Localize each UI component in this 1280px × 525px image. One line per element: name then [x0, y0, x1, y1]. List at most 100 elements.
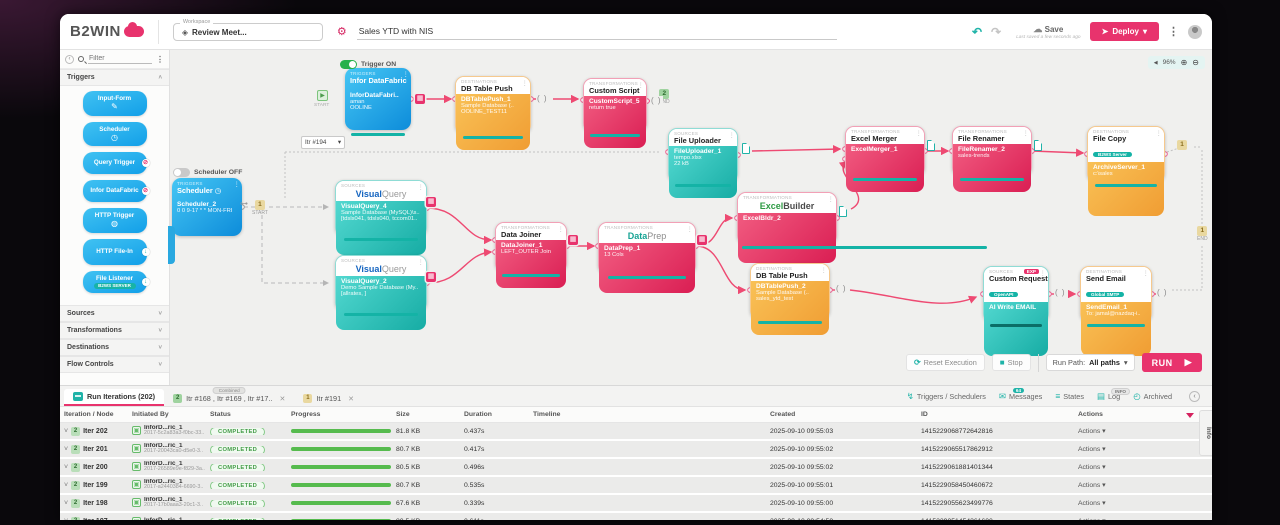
actions-menu[interactable]: Actions ▾	[1078, 482, 1106, 489]
undo-icon[interactable]: ↶	[971, 24, 982, 39]
node-menu-icon[interactable]: ⋮	[1155, 130, 1163, 137]
close-icon[interactable]: ✕	[279, 395, 286, 403]
palette-item-http-trigger[interactable]: HTTP Trigger◍	[82, 208, 147, 233]
actions-menu[interactable]: Actions ▾	[1074, 517, 1198, 520]
archived-button[interactable]: ◴ Archived	[1133, 390, 1172, 401]
node-menu-icon[interactable]: ⋮	[1022, 130, 1030, 137]
palette-item-query-trigger[interactable]: Query Trigger⊘	[82, 152, 150, 175]
node-menu-icon[interactable]: ⋮	[233, 181, 241, 188]
node-visualquery-2[interactable]: SOURCES VisualQuery ⋮ VisualQuery_2 Demo…	[335, 255, 427, 330]
iteration-select[interactable]: Itr #194▾	[301, 136, 345, 149]
zoom-controls[interactable]: ◀ 96% ⊕ ⊖	[1147, 56, 1205, 69]
collapse-panel-icon[interactable]: ‹	[1189, 390, 1200, 402]
chevron-down-icon[interactable]: ˅	[64, 518, 68, 521]
deploy-button[interactable]: ➤ Deploy ▾	[1089, 22, 1159, 41]
section-transformations[interactable]: Transformations˅	[60, 322, 169, 339]
close-icon[interactable]: ✕	[348, 395, 355, 403]
tab-single-iteration[interactable]: 1 Itr #191 ✕	[294, 391, 363, 406]
palette-item-input-form[interactable]: Input-Form✎	[82, 91, 147, 116]
actions-menu[interactable]: Actions ▾	[1078, 500, 1106, 507]
states-button[interactable]: ≡ States	[1055, 391, 1084, 401]
scheduler-off-toggle[interactable]: Scheduler OFF	[173, 168, 242, 177]
node-excel-merger[interactable]: TRANSFORMATIONS Excel Merger ⋮ ExcelMerg…	[845, 126, 925, 192]
chevron-down-icon[interactable]: ˅	[64, 445, 69, 453]
node-scheduler[interactable]: TRIGGERS Scheduler ◷ ⋮ Scheduler_2 0 0 9…	[172, 178, 242, 236]
node-menu-icon[interactable]: ⋮	[820, 267, 828, 274]
info-side-tab[interactable]: Info	[1199, 410, 1212, 456]
trigger-on-toggle[interactable]: Trigger ON	[340, 60, 396, 69]
toggle-switch-off[interactable]	[173, 168, 190, 177]
node-menu-icon[interactable]: ⋮	[557, 226, 565, 233]
node-db-table-push-1[interactable]: DESTINATIONS DB Table Push ⋮ DBTablePush…	[455, 76, 531, 150]
node-menu-icon[interactable]: ⋮	[417, 184, 425, 191]
run-button[interactable]: RUN ▶	[1141, 353, 1202, 372]
tab-run-iterations[interactable]: Run Iterations (202)	[64, 389, 165, 406]
node-excelbuilder[interactable]: TRANSFORMATIONS ExcelBuilder ⋮ ExcelBldr…	[737, 192, 987, 263]
filter-icon[interactable]	[1186, 413, 1194, 418]
flow-title-input[interactable]: Sales YTD with NIS	[356, 23, 837, 40]
sidebar-drag-handle[interactable]	[168, 226, 175, 264]
filter-input[interactable]	[88, 54, 152, 64]
overflow-menu-icon[interactable]: ⋮	[1168, 26, 1179, 38]
actions-menu[interactable]: Actions ▾	[1078, 428, 1106, 435]
node-data-joiner[interactable]: TRANSFORMATIONS Data Joiner ⋮ DataJoiner…	[495, 222, 567, 288]
palette-item-file-listener[interactable]: File Listener B2WS SERVER ↓	[82, 270, 150, 294]
node-menu-icon[interactable]: ⋮	[402, 71, 410, 78]
node-send-email[interactable]: DESTINATIONS Send Email Global SMTP ⋮ Se…	[1080, 266, 1152, 356]
section-sources[interactable]: Sources˅	[60, 305, 169, 322]
node-menu-icon[interactable]: ⋮	[417, 259, 425, 266]
actions-menu[interactable]: Actions ▾	[1078, 446, 1106, 453]
palette-item-scheduler[interactable]: Scheduler◷	[82, 121, 147, 147]
node-custom-script[interactable]: TRANSFORMATIONS Custom Script ⋮ CustomSc…	[583, 78, 647, 148]
node-visualquery-4[interactable]: SOURCES VisualQuery ⋮ VisualQuery_4 Samp…	[335, 180, 427, 255]
tab-combined-iterations[interactable]: Combined 2 Itr #168 , Itr #169 , Itr #17…	[164, 387, 294, 406]
node-file-uploader[interactable]: SOURCES File Uploader ⋮ FileUploader_1 t…	[668, 128, 738, 198]
chevron-down-icon[interactable]: ˅	[64, 463, 69, 471]
chevron-left-icon[interactable]: ◀	[1153, 59, 1158, 66]
stop-button[interactable]: ■ Stop	[991, 354, 1031, 371]
node-infor-datafabric[interactable]: TRIGGERS Infor DataFabric ⋮ InforDataFab…	[345, 68, 411, 136]
palette-item-http-file-in[interactable]: HTTP File-In↓	[82, 238, 150, 265]
chevron-down-icon[interactable]: ˅	[64, 427, 69, 435]
node-file-renamer[interactable]: TRANSFORMATIONS File Renamer ⋮ FileRenam…	[952, 126, 1032, 192]
redo-icon[interactable]: ↷	[991, 24, 1002, 39]
section-destinations[interactable]: Destinations˅	[60, 339, 169, 356]
avatar[interactable]	[1188, 24, 1202, 39]
chevron-down-icon[interactable]: ˅	[64, 481, 69, 489]
node-menu-icon[interactable]: ⋮	[1142, 270, 1150, 277]
zoom-out-icon[interactable]: ⊖	[1192, 58, 1199, 67]
triggers-schedulers-button[interactable]: ↯ Triggers / Schedulers	[906, 390, 986, 401]
node-file-copy[interactable]: DESTINATIONS File Copy B2WS Server ⋮ Arc…	[1087, 126, 1165, 216]
node-menu-icon[interactable]: ⋮	[1039, 270, 1047, 277]
node-menu-icon[interactable]: ⋮	[521, 80, 529, 87]
palette-item-infor-datafabric[interactable]: Infor DataFabric⊘	[82, 180, 150, 203]
node-menu-icon[interactable]: ⋮	[827, 196, 835, 203]
section-flow-controls[interactable]: Flow Controls˅	[60, 356, 169, 373]
workspace-selector[interactable]: Workspace ◈ Review Meet...	[172, 18, 323, 41]
section-triggers[interactable]: Triggers˄	[60, 69, 169, 86]
collapse-sidebar-icon[interactable]: ‹	[65, 54, 74, 64]
node-dataprep[interactable]: TRANSFORMATIONS DataPrep ⋮ DataPrep_1 13…	[598, 222, 696, 293]
save-button[interactable]: ☁ Save Last saved a few seconds ago	[1016, 23, 1081, 40]
messages-button[interactable]: 64 ✉ Messages	[998, 387, 1043, 401]
toggle-switch-on[interactable]	[340, 60, 357, 69]
log-button[interactable]: INFO ▤ Log	[1097, 387, 1130, 402]
node-menu-icon[interactable]: ⋮	[686, 226, 694, 233]
gear-icon[interactable]: ⚙	[336, 26, 347, 38]
palette-menu-icon[interactable]: ⋮	[156, 54, 164, 64]
node-custom-request[interactable]: SOURCES EXP Custom Request OpenAPI ⋮ AI …	[983, 266, 1049, 356]
node-menu-icon[interactable]: ⋮	[637, 82, 645, 89]
workflow-canvas[interactable]: Trigger ON Scheduler OFF ▶ START Itr #19…	[170, 50, 1212, 385]
chevron-down-icon[interactable]: ˅	[64, 499, 69, 507]
node-db-table-push-2[interactable]: DESTINATIONS DB Table Push ⋮ DBTablePush…	[750, 263, 830, 335]
node-menu-icon[interactable]: ⋮	[915, 130, 923, 137]
run-path-select[interactable]: Run Path: All paths ▾	[1045, 354, 1135, 371]
node-menu-icon[interactable]: ⋮	[728, 132, 736, 139]
actions-menu[interactable]: Actions ▾	[1078, 464, 1106, 471]
